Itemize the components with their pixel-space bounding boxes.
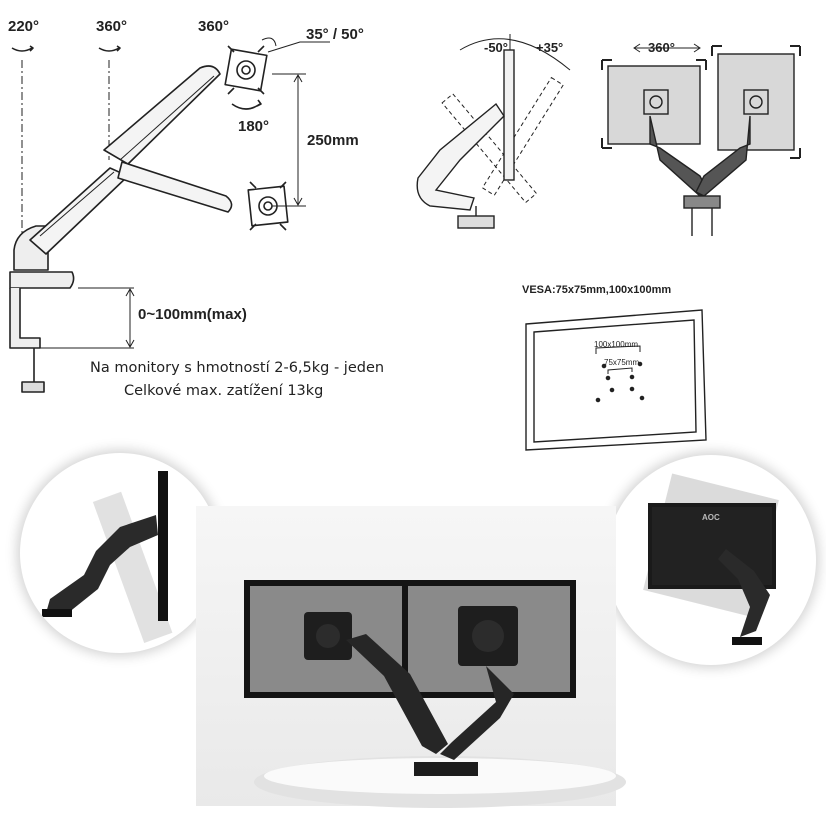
rotation-220-label: 220°: [8, 18, 40, 35]
tilt-drawing: [416, 34, 571, 229]
brand-logo: AOC: [702, 513, 720, 522]
side-tilt-photo: [20, 453, 220, 653]
dual-drawing: [601, 43, 801, 236]
monitor-weight-note: Na monitory s hmotností 2-6,5kg - jeden: [90, 360, 385, 376]
vesa-monitor-drawing: [525, 309, 707, 451]
tilt-35-50-label: 35° / 50°: [306, 26, 364, 43]
single-arm-drawing: [9, 37, 330, 393]
rotation-180-label: 180°: [238, 118, 270, 135]
max-load-note: Celkové max. zatížení 13kg: [124, 383, 324, 399]
vesa-100-label: 100x100mm: [594, 340, 639, 349]
tilt-minus50-label: -50°: [484, 40, 508, 55]
dual-monitor-photo: [196, 506, 626, 808]
head-rotation-360-label: 360°: [198, 18, 230, 35]
vesa-title: VESA:75x75mm,100x100mm: [522, 284, 672, 296]
rotation-360-label: 360°: [96, 18, 128, 35]
clamp-range-label: 0~100mm(max): [138, 306, 247, 323]
vesa-75-label: 75x75mm: [604, 358, 640, 367]
rotated-monitor-photo: AOC: [606, 455, 816, 665]
height-250mm-label: 250mm: [307, 132, 359, 149]
